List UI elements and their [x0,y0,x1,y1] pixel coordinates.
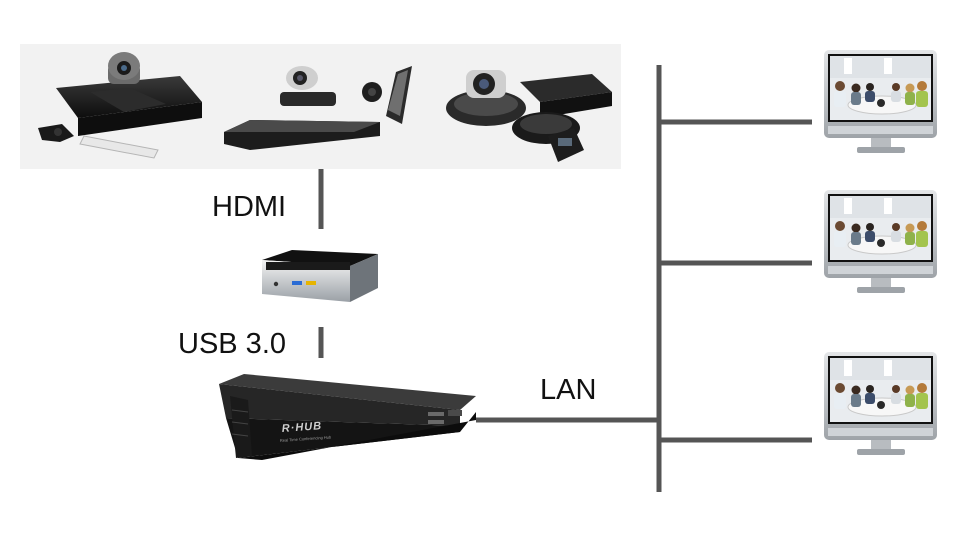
lan-label: LAN [540,374,596,406]
rhub-server: R·HUB Real Time Conferencing Hub [219,374,476,460]
hdmi-label: HDMI [212,191,286,223]
mini-pc [262,250,378,302]
conference-systems-panel [20,44,621,169]
monitor-2 [823,189,938,294]
rhub-brand: R·HUB [281,420,322,435]
monitor-3 [823,351,938,456]
rhub-subtitle: Real Time Conferencing Hub [280,434,332,443]
conference-system-3 [446,70,612,162]
conference-system-1 [38,52,202,159]
monitor-1 [823,49,938,154]
conference-system-2 [224,66,412,150]
usb-label: USB 3.0 [178,328,286,360]
